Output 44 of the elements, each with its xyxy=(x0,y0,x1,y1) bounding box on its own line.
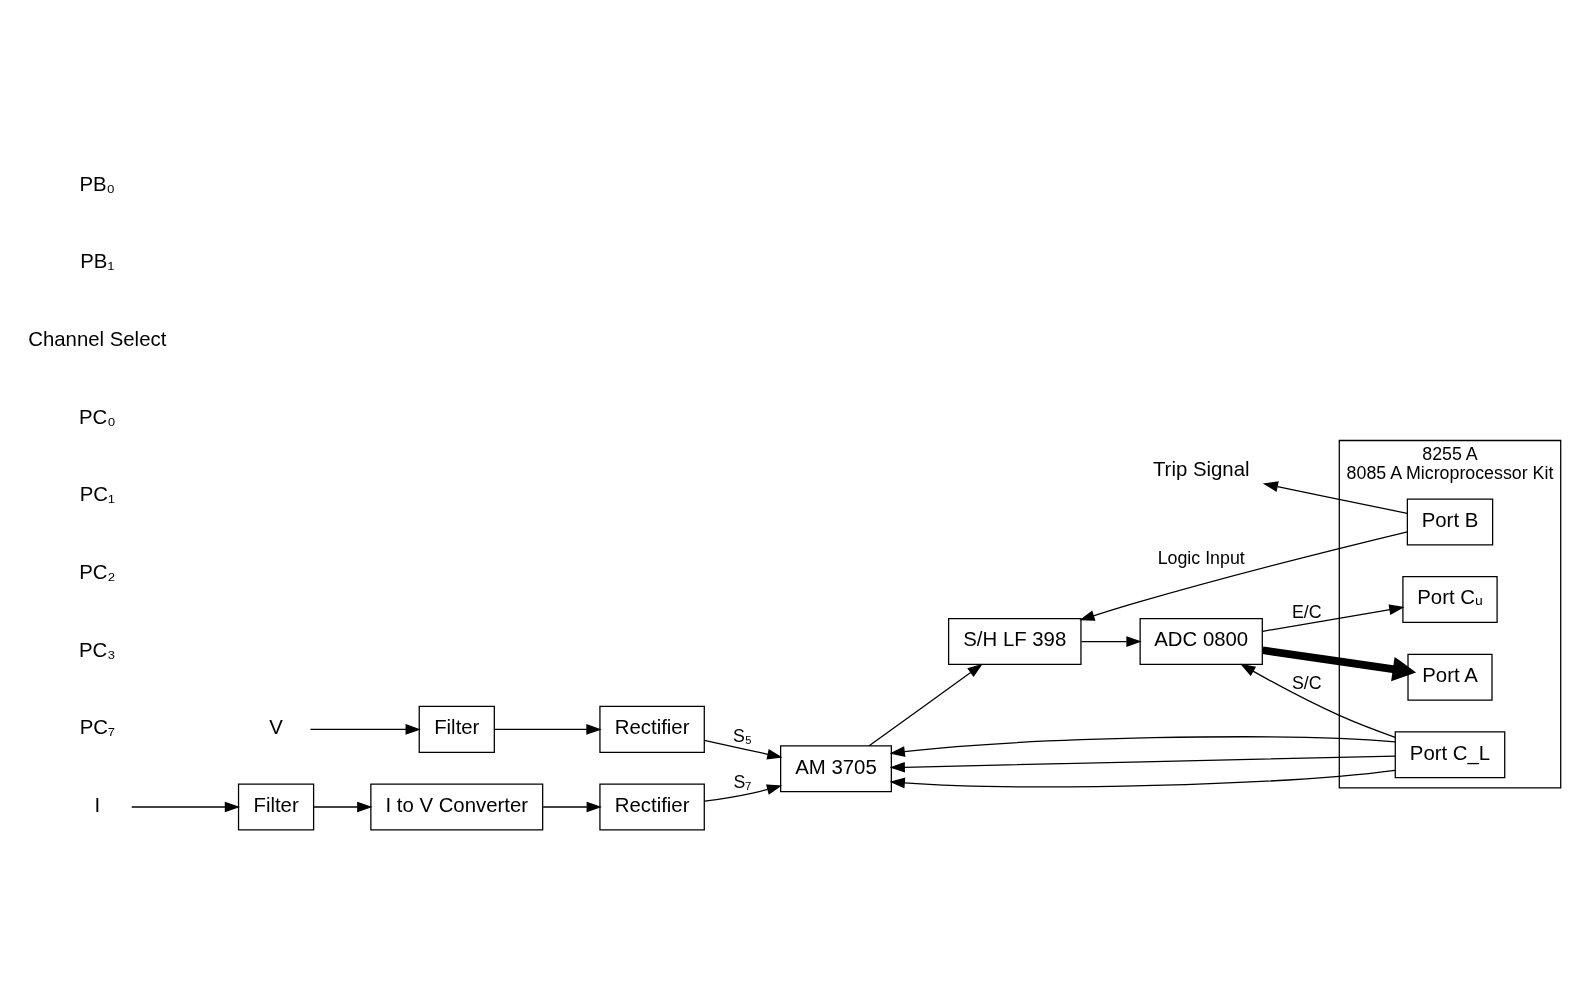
node-box: S/H LF 398 xyxy=(947,617,1082,665)
label: PC₇ xyxy=(79,715,115,738)
arrow xyxy=(1240,663,1396,738)
edge-label: E/C xyxy=(1292,601,1322,622)
node-box: AM 3705 xyxy=(780,744,892,792)
node-box: Port A xyxy=(1407,653,1493,701)
arrow xyxy=(309,723,421,735)
edge-label: S₅ xyxy=(732,725,752,746)
arrow xyxy=(313,801,373,812)
node-text: Trip Signal xyxy=(1152,457,1250,480)
node-box: Rectifier xyxy=(599,782,705,831)
node-box: Port B xyxy=(1406,497,1494,545)
arrow xyxy=(1080,635,1142,647)
node-box: Filter xyxy=(418,705,495,753)
arrow xyxy=(703,739,783,759)
node-text: I xyxy=(94,793,101,816)
node-box: ADC 0800 xyxy=(1139,617,1263,665)
arrow xyxy=(889,754,1396,773)
node-box: Port C_L xyxy=(1394,730,1506,778)
edge-label: S/C xyxy=(1292,672,1322,693)
label: Channel Select xyxy=(28,327,167,350)
label: PC₃ xyxy=(78,638,116,661)
arrow xyxy=(1079,530,1408,621)
arrow xyxy=(131,801,241,812)
node-box: Port Cᵤ xyxy=(1402,575,1498,623)
arrow xyxy=(1262,480,1408,514)
label: PC₁ xyxy=(79,482,115,505)
arrow xyxy=(704,783,783,802)
node-text: V xyxy=(269,715,283,738)
edge-label: S₇ xyxy=(733,771,752,792)
arrow xyxy=(889,769,1396,788)
arrow xyxy=(868,663,983,746)
node-box: I to V Converter xyxy=(370,782,544,831)
arrow xyxy=(494,723,602,735)
label: PB₀ xyxy=(79,172,116,195)
label: PC₂ xyxy=(79,560,116,583)
label: PB₁ xyxy=(80,249,115,272)
label: PC₀ xyxy=(78,405,116,428)
node-box: Filter xyxy=(237,782,315,831)
node-box: Rectifier xyxy=(599,705,705,753)
edge-label: Logic Input xyxy=(1157,547,1245,568)
arrow xyxy=(889,735,1396,757)
arrow xyxy=(1262,603,1405,632)
arrow xyxy=(542,801,602,812)
